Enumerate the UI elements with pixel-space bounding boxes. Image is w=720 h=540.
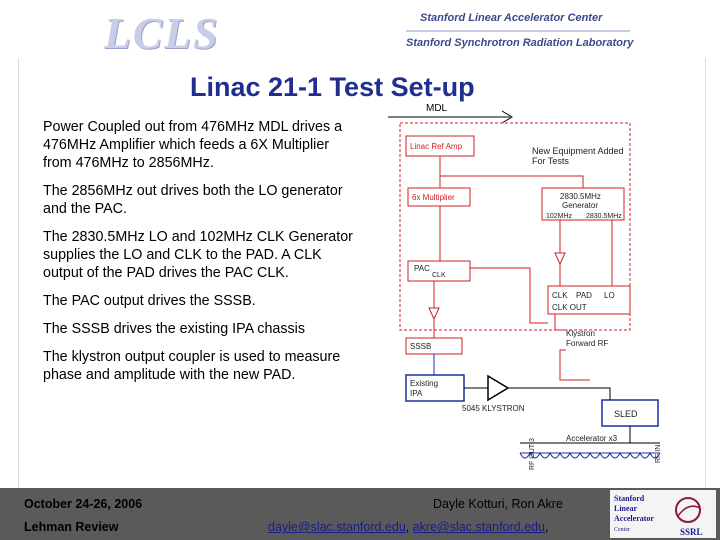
org-line-1: Stanford Linear Accelerator Center: [420, 12, 603, 24]
header-divider: [406, 30, 630, 32]
klystron-fwd-label-2: Forward RF: [566, 339, 608, 348]
existing-ipa-label-1: Existing: [410, 379, 438, 388]
footer-bar: [0, 488, 720, 540]
clk-out-label: CLK OUT: [552, 303, 587, 312]
klystron-amp-triangle: [487, 374, 510, 402]
email-trailing-comma: ,: [544, 520, 549, 534]
pad-label: PAD: [576, 291, 592, 300]
slide-title: Linac 21-1 Test Set-up: [190, 72, 475, 102]
generator-out-2830: 2830.5MHz: [586, 213, 622, 220]
rf-in-label: RF IN: [655, 445, 662, 463]
generator-label-2: Generator: [562, 201, 598, 210]
klystron-label: 5045 KLYSTRON: [462, 404, 525, 413]
existing-ipa-label-2: IPA: [410, 389, 423, 398]
accelerator-label: Accelerator x3: [566, 434, 618, 443]
pac-box: [407, 260, 471, 282]
header-banner: LCLS Stanford Linear Accelerator Center …: [0, 0, 720, 58]
new-equipment-region: [399, 122, 631, 331]
footer-review: Lehman Review: [24, 520, 119, 534]
email-separator: ,: [405, 520, 413, 534]
rf-out-label: RF OUT-3: [529, 438, 536, 470]
email-link-dayle[interactable]: dayle@slac.stanford.edu: [268, 520, 406, 534]
accelerator-cavities: [519, 451, 661, 459]
slac-ssrl-logo: Stanford Linear Accelerator Center SSRL: [610, 490, 716, 538]
bullet-text: The klystron output coupler is used to m…: [43, 349, 341, 383]
lcls-logo: LCLS: [104, 9, 220, 58]
multiplier-label: 6x Multiplier: [412, 193, 455, 202]
generator-box: [541, 187, 625, 221]
slac-logo-line: Stanford: [614, 494, 645, 503]
test-setup-diagram: MDL New Equipment Added For Tests Linac …: [388, 103, 662, 470]
new-equipment-label-1: New Equipment Added: [532, 146, 624, 156]
generator-label-1: 2830.5MHz: [560, 192, 601, 201]
bullet-list: Power Coupled out from 476MHz MDL drives…: [43, 118, 355, 394]
sled-label: SLED: [614, 409, 638, 419]
slac-logo-line: Center: [614, 527, 630, 533]
klystron-fwd-label-1: Klystron: [566, 329, 595, 338]
email-link-akre[interactable]: akre@slac.stanford.edu: [412, 520, 545, 534]
footer-emails: dayle@slac.stanford.edu, akre@slac.stanf…: [268, 520, 548, 534]
ssrl-logo-text: SSRL: [680, 527, 703, 537]
slac-logo-line: Accelerator: [614, 514, 654, 523]
pad-clk-label: CLK: [552, 291, 568, 300]
pac-clk-label: CLK: [432, 272, 446, 279]
amp-triangle: [554, 252, 566, 266]
org-line-2: Stanford Synchrotron Radiation Laborator…: [406, 37, 634, 49]
linac-ref-amp-label: Linac Ref Amp: [410, 142, 463, 151]
pac-label: PAC: [414, 264, 430, 273]
bullet-text: The PAC output drives the SSSB.: [43, 293, 256, 309]
slac-logo-line: Linear: [614, 504, 638, 513]
slide-content-area: [18, 58, 706, 488]
sssb-label: SSSB: [410, 342, 431, 351]
footer-date: October 24-26, 2006: [24, 497, 143, 511]
bullet-text: Power Coupled out from 476MHz MDL drives…: [43, 119, 343, 171]
mdl-label: MDL: [426, 103, 448, 114]
pad-lo-label: LO: [604, 291, 615, 300]
amp-triangle: [428, 307, 440, 321]
bullet-text: The 2830.5MHz LO and 102MHz CLK Generato…: [43, 229, 353, 281]
new-equipment-label-2: For Tests: [532, 156, 569, 166]
generator-out-102: 102MHz: [546, 213, 573, 220]
bullet-text: The SSSB drives the existing IPA chassis: [43, 321, 305, 337]
multiplier-box: [407, 187, 471, 207]
bullet-text: The 2856MHz out drives both the LO gener…: [43, 183, 343, 217]
pad-box: [547, 285, 631, 315]
footer-authors: Dayle Kotturi, Ron Akre: [433, 497, 563, 511]
